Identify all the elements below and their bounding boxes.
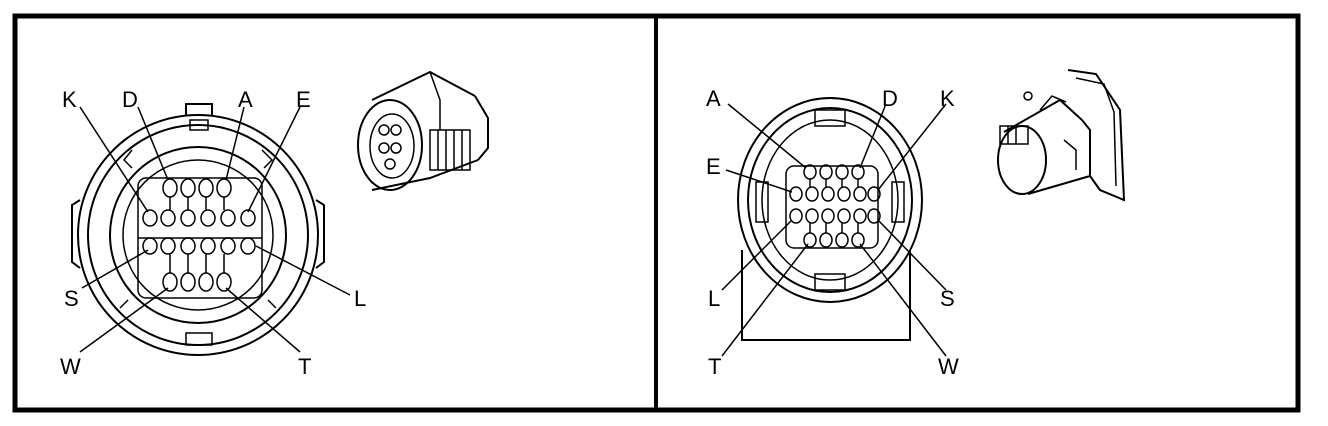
pin bbox=[819, 164, 833, 180]
right-label-K: K bbox=[940, 86, 955, 111]
pin bbox=[851, 232, 865, 248]
pin bbox=[142, 209, 158, 227]
right-label-D: D bbox=[882, 86, 898, 111]
pin bbox=[803, 232, 817, 248]
pin bbox=[867, 186, 881, 202]
left-connector-isometric-icon bbox=[357, 70, 489, 191]
left-pin-array bbox=[142, 178, 256, 292]
left-label-S: S bbox=[64, 286, 79, 311]
pin bbox=[821, 208, 835, 224]
pin bbox=[240, 209, 256, 227]
right-leader-lines bbox=[721, 103, 947, 357]
pin bbox=[162, 178, 178, 198]
right-label-W: W bbox=[938, 354, 959, 379]
pin bbox=[819, 232, 833, 248]
pin bbox=[851, 164, 865, 180]
pin bbox=[805, 208, 819, 224]
pin bbox=[789, 208, 803, 224]
pin bbox=[240, 237, 256, 255]
left-label-D: D bbox=[122, 87, 138, 112]
right-pin-array bbox=[789, 164, 881, 248]
pin bbox=[821, 186, 835, 202]
right-connector-isometric-icon bbox=[997, 69, 1126, 202]
pin bbox=[180, 178, 196, 198]
pin bbox=[200, 237, 216, 255]
left-label-A: A bbox=[238, 87, 253, 112]
pin bbox=[142, 237, 158, 255]
pin bbox=[198, 178, 214, 198]
left-label-W: W bbox=[60, 354, 81, 379]
left-label-K: K bbox=[62, 87, 77, 112]
pin bbox=[160, 237, 176, 255]
right-label-T: T bbox=[708, 354, 721, 379]
pin bbox=[805, 186, 819, 202]
right-label-E: E bbox=[706, 154, 721, 179]
pin bbox=[835, 164, 849, 180]
pin bbox=[220, 209, 236, 227]
left-label-T: T bbox=[298, 354, 311, 379]
pin bbox=[180, 272, 196, 292]
left-label-L: L bbox=[354, 286, 366, 311]
right-mount-bracket bbox=[741, 250, 911, 341]
right-label-A: A bbox=[706, 86, 721, 111]
right-connector-face bbox=[737, 97, 923, 303]
pin bbox=[867, 208, 881, 224]
pin bbox=[220, 237, 236, 255]
pin bbox=[835, 232, 849, 248]
pin bbox=[837, 186, 851, 202]
pin bbox=[853, 186, 867, 202]
left-label-E: E bbox=[296, 87, 311, 112]
pin bbox=[162, 272, 178, 292]
left-connector-face bbox=[71, 103, 325, 356]
pin bbox=[160, 209, 176, 227]
right-label-L: L bbox=[708, 286, 720, 311]
right-panel: A D K E L S T W bbox=[706, 69, 1126, 379]
right-label-S: S bbox=[940, 286, 955, 311]
pin bbox=[837, 208, 851, 224]
left-panel: K D A E S L W T bbox=[60, 70, 489, 379]
pin bbox=[200, 209, 216, 227]
pin bbox=[180, 209, 196, 227]
pin bbox=[198, 272, 214, 292]
left-leader-lines bbox=[79, 106, 351, 353]
pin bbox=[216, 178, 232, 198]
pin bbox=[789, 186, 803, 202]
pin bbox=[853, 208, 867, 224]
pin bbox=[216, 272, 232, 292]
pin bbox=[180, 237, 196, 255]
